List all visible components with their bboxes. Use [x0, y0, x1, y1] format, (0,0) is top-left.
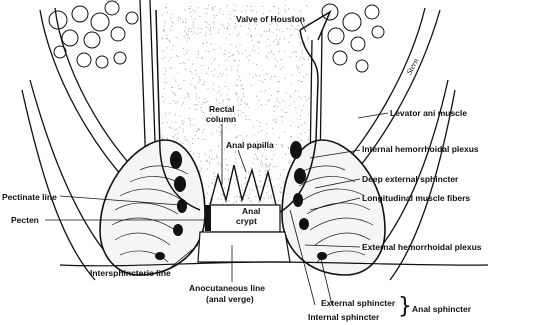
- label-levator-ani-muscle: Levator ani muscle: [390, 109, 467, 118]
- label-anal-sphincter: Anal sphincter: [412, 305, 471, 314]
- right-sphincter-mass: [282, 140, 385, 275]
- label-rectal-column-1: Rectal: [209, 105, 235, 114]
- label-internal-hemorrhoidal-plexus: Internal hemorrhoidal plexus: [362, 145, 479, 154]
- label-external-hemorrhoidal-plexus: External hemorrhoidal plexus: [362, 243, 482, 252]
- label-anal-crypt-2: crypt: [236, 217, 257, 226]
- label-pectinate-line: Pectinate line: [2, 193, 57, 202]
- label-external-sphincter: External sphincter: [321, 299, 395, 308]
- label-longitudinal-muscle-fibers: Longitudinal muscle fibers: [362, 194, 470, 203]
- anal-papillae: [210, 165, 276, 205]
- label-anocutaneous-line-1: Anocutaneous line: [189, 284, 265, 293]
- label-anal-papilla: Anal papilla: [226, 141, 274, 150]
- fat-tissue-left: [49, 1, 138, 68]
- fat-tissue-right: [322, 4, 384, 72]
- label-valve-of-houston: Valve of Houston: [236, 15, 305, 24]
- label-internal-sphincter: Internal sphincter: [308, 313, 379, 322]
- anal-sphincter-brace: }: [398, 296, 412, 318]
- label-anal-crypt-1: Anal: [242, 207, 260, 216]
- label-rectal-column-2: column: [206, 115, 236, 124]
- label-anocutaneous-line-2: (anal verge): [206, 295, 254, 304]
- label-intersphincteric-line: Intersphincteric line: [90, 269, 171, 278]
- label-pecten: Pecten: [11, 216, 39, 225]
- left-sphincter-mass: [100, 140, 205, 275]
- label-deep-external-sphincter: Deep external sphincter: [362, 175, 458, 184]
